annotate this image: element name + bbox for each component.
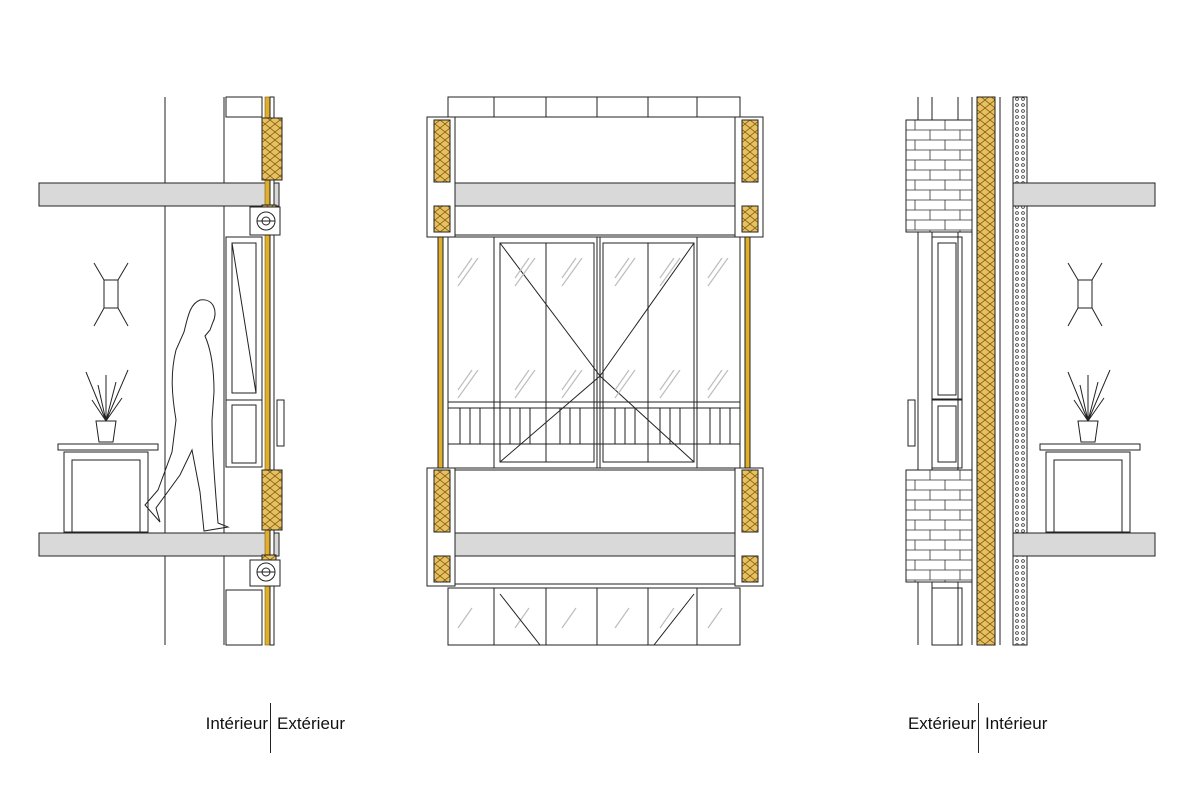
roller-shutter-icon [249, 206, 281, 587]
floor-slab-lower [433, 532, 755, 557]
railing-balusters [459, 408, 731, 444]
insulation-block [433, 469, 451, 533]
floor-slab-upper [38, 182, 280, 207]
insulation-block [741, 119, 759, 183]
side-table-icon [1039, 443, 1141, 533]
floor-slab-upper [1012, 182, 1156, 207]
potted-plant-icon [85, 369, 129, 443]
insulation-block [433, 119, 451, 183]
insulation-block [261, 117, 283, 181]
insulation-layer [976, 96, 996, 646]
caption-left-exterior: Extérieur [277, 714, 346, 733]
caption-divider [270, 703, 271, 753]
right-section [905, 96, 1156, 646]
floor-slab-lower [1012, 532, 1156, 557]
wall-lamp-icon [1067, 262, 1103, 327]
side-table-icon [57, 443, 159, 533]
brick-cladding [905, 119, 973, 233]
potted-plant-icon [1067, 369, 1111, 443]
cladding-layer [1012, 205, 1028, 534]
floor-slab-upper [433, 182, 755, 207]
insulation-block [261, 469, 283, 531]
caption-right-interior: Intérieur [985, 714, 1048, 733]
left-section [38, 96, 285, 646]
floor-slab-lower [38, 532, 280, 557]
brick-cladding [905, 469, 973, 583]
cladding-layer [1012, 555, 1028, 646]
caption-right-exterior: Extérieur [907, 714, 976, 733]
middle-elevation [426, 96, 764, 646]
person-silhouette-icon [144, 299, 230, 532]
wall-lamp-icon [93, 262, 129, 327]
cladding-layer [1012, 96, 1028, 184]
caption-left-interior: Intérieur [205, 714, 268, 733]
caption-divider [978, 703, 979, 753]
insulation-block [741, 469, 759, 533]
